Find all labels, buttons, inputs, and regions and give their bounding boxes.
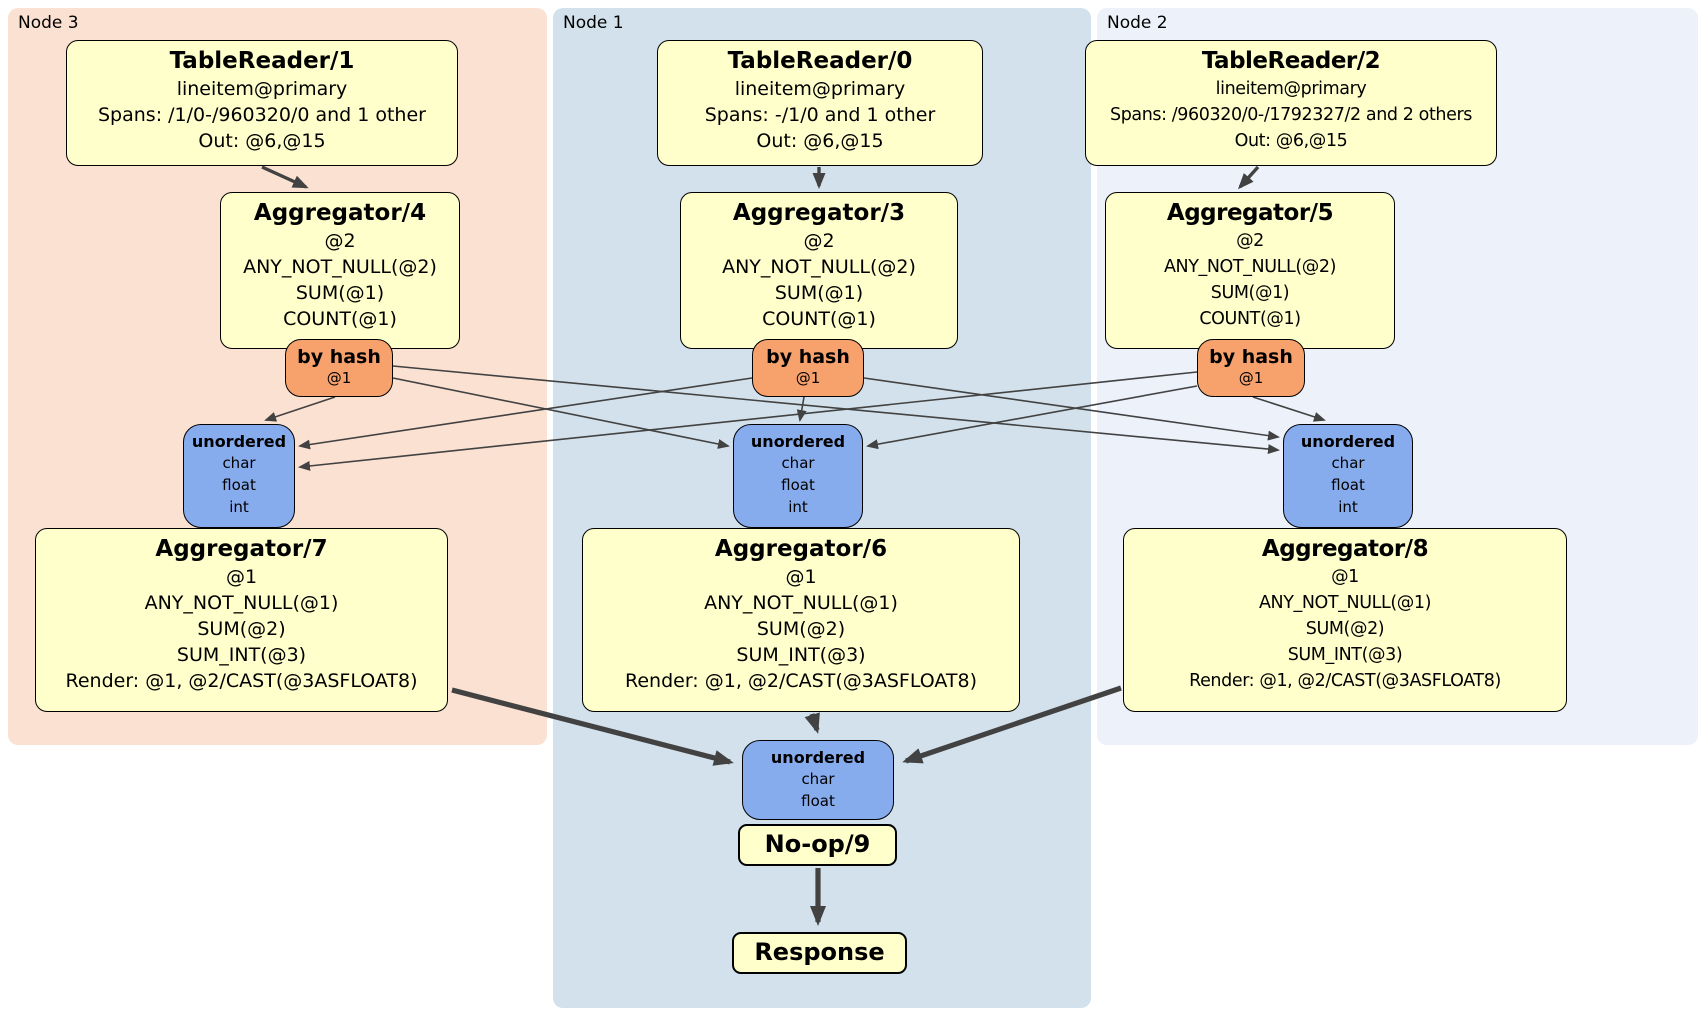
tablereader2-spans: Spans: /960320/0-/1792327/2 and 2 others xyxy=(1109,105,1472,125)
tablereader0-spans: Spans: -/1/0 and 1 other xyxy=(704,104,936,126)
hash-router-node2: by hash @1 xyxy=(1197,339,1305,397)
aggregator6-groupby: @1 xyxy=(785,566,817,588)
aggregator5-title: Aggregator/5 xyxy=(1166,200,1334,226)
aggregator4-fn1: ANY_NOT_NULL(@2) xyxy=(243,256,437,278)
node1-label: Node 1 xyxy=(563,13,624,33)
sync-node3: unordered char float int xyxy=(183,424,295,528)
aggregator3-fn2: SUM(@1) xyxy=(774,282,864,304)
sync-node3-title: unordered xyxy=(191,432,287,451)
aggregator6-title: Aggregator/6 xyxy=(714,536,888,562)
aggregator6-box: Aggregator/6 @1 ANY_NOT_NULL(@1) SUM(@2)… xyxy=(582,528,1020,712)
aggregator7-fn2: SUM(@2) xyxy=(197,618,286,640)
aggregator8-fn1: ANY_NOT_NULL(@1) xyxy=(1258,593,1432,613)
sync-node2-title: unordered xyxy=(1300,432,1396,451)
tablereader0-out: Out: @6,@15 xyxy=(756,130,884,152)
sync-node3-col3: int xyxy=(229,498,249,516)
hash-router-node3-detail: @1 xyxy=(326,369,352,387)
sync-final-title: unordered xyxy=(770,748,866,767)
noop-box: No-op/9 xyxy=(738,824,897,866)
aggregator3-box: Aggregator/3 @2 ANY_NOT_NULL(@2) SUM(@1)… xyxy=(680,192,958,349)
aggregator8-box: Aggregator/8 @1 ANY_NOT_NULL(@1) SUM(@2)… xyxy=(1123,528,1567,712)
hash-router-node1-detail: @1 xyxy=(795,369,821,387)
aggregator4-groupby: @2 xyxy=(324,230,356,252)
sync-node1-title: unordered xyxy=(750,432,846,451)
hash-router-node1: by hash @1 xyxy=(752,339,864,397)
sync-final-col1: char xyxy=(801,770,835,788)
aggregator7-groupby: @1 xyxy=(225,566,258,588)
aggregator8-title: Aggregator/8 xyxy=(1261,536,1429,562)
tablereader2-title: TableReader/2 xyxy=(1201,48,1381,74)
sync-node2-col1: char xyxy=(1331,454,1365,472)
aggregator5-fn1: ANY_NOT_NULL(@2) xyxy=(1163,257,1337,277)
hash-router-node3-title: by hash xyxy=(297,346,381,368)
sync-final-col2: float xyxy=(801,792,835,810)
aggregator7-render: Render: @1, @2/CAST(@3ASFLOAT8) xyxy=(65,670,418,692)
node2-label: Node 2 xyxy=(1107,13,1168,33)
sync-final: unordered char float xyxy=(742,740,894,820)
response-box: Response xyxy=(732,932,907,974)
aggregator8-groupby: @1 xyxy=(1331,567,1359,587)
response-title: Response xyxy=(754,938,885,966)
aggregator6-fn2: SUM(@2) xyxy=(756,618,846,640)
sync-node3-col1: char xyxy=(222,454,256,472)
hash-router-node1-title: by hash xyxy=(766,346,850,368)
tablereader1-title: TableReader/1 xyxy=(169,48,355,74)
aggregator8-render: Render: @1, @2/CAST(@3ASFLOAT8) xyxy=(1189,671,1501,691)
aggregator3-fn3: COUNT(@1) xyxy=(762,308,876,330)
aggregator3-fn1: ANY_NOT_NULL(@2) xyxy=(722,256,916,278)
sync-node3-col2: float xyxy=(222,476,256,494)
aggregator4-fn3: COUNT(@1) xyxy=(283,308,397,330)
aggregator7-fn1: ANY_NOT_NULL(@1) xyxy=(144,592,339,614)
sync-node1-col2: float xyxy=(781,476,815,494)
aggregator4-fn2: SUM(@1) xyxy=(295,282,385,304)
aggregator8-fn2: SUM(@2) xyxy=(1305,619,1385,639)
aggregator4-box: Aggregator/4 @2 ANY_NOT_NULL(@2) SUM(@1)… xyxy=(220,192,460,349)
aggregator6-render: Render: @1, @2/CAST(@3ASFLOAT8) xyxy=(625,670,977,692)
tablereader1-out: Out: @6,@15 xyxy=(198,130,326,152)
hash-router-node3: by hash @1 xyxy=(285,339,393,397)
aggregator5-groupby: @2 xyxy=(1236,231,1264,251)
aggregator3-title: Aggregator/3 xyxy=(732,200,906,226)
aggregator8-fn3: SUM_INT(@3) xyxy=(1287,645,1403,665)
tablereader1-box: TableReader/1 lineitem@primary Spans: /1… xyxy=(66,40,458,166)
aggregator4-title: Aggregator/4 xyxy=(253,200,427,226)
aggregator5-fn2: SUM(@1) xyxy=(1210,283,1290,303)
tablereader0-title: TableReader/0 xyxy=(727,48,913,74)
tablereader2-out: Out: @6,@15 xyxy=(1234,131,1348,151)
aggregator5-fn3: COUNT(@1) xyxy=(1199,309,1301,329)
tablereader2-box: TableReader/2 lineitem@primary Spans: /9… xyxy=(1085,40,1497,166)
aggregator5-box: Aggregator/5 @2 ANY_NOT_NULL(@2) SUM(@1)… xyxy=(1105,192,1395,349)
node3-label: Node 3 xyxy=(18,13,79,33)
sync-node2: unordered char float int xyxy=(1283,424,1413,528)
aggregator3-groupby: @2 xyxy=(803,230,835,252)
sync-node1: unordered char float int xyxy=(733,424,863,528)
hash-router-node2-title: by hash xyxy=(1209,346,1293,368)
aggregator7-box: Aggregator/7 @1 ANY_NOT_NULL(@1) SUM(@2)… xyxy=(35,528,448,712)
aggregator6-fn1: ANY_NOT_NULL(@1) xyxy=(704,592,898,614)
tablereader2-index: lineitem@primary xyxy=(1215,79,1367,99)
tablereader1-spans: Spans: /1/0-/960320/0 and 1 other xyxy=(98,104,426,126)
aggregator7-fn3: SUM_INT(@3) xyxy=(176,644,307,666)
aggregator6-fn3: SUM_INT(@3) xyxy=(736,644,866,666)
aggregator7-title: Aggregator/7 xyxy=(155,536,328,562)
tablereader1-index: lineitem@primary xyxy=(176,78,348,100)
noop-title: No-op/9 xyxy=(764,830,871,858)
hash-router-node2-detail: @1 xyxy=(1238,369,1264,387)
sync-node1-col1: char xyxy=(781,454,815,472)
tablereader0-box: TableReader/0 lineitem@primary Spans: -/… xyxy=(657,40,983,166)
tablereader0-index: lineitem@primary xyxy=(734,78,906,100)
sync-node2-col2: float xyxy=(1331,476,1365,494)
sync-node2-col3: int xyxy=(1338,498,1358,516)
sync-node1-col3: int xyxy=(788,498,808,516)
